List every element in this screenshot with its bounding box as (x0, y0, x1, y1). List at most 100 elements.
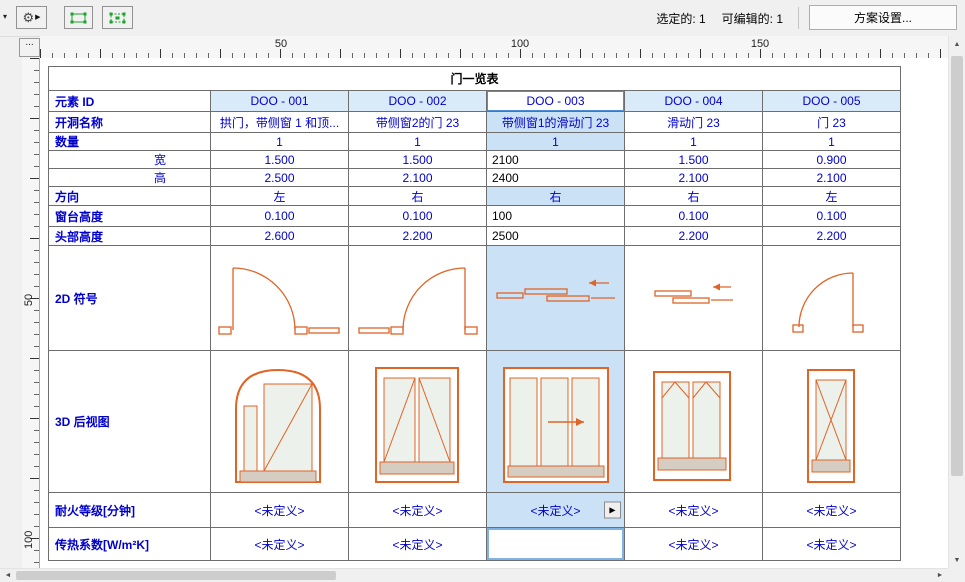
row-label-direction: 方向 (49, 187, 211, 206)
marquee-icon (70, 12, 87, 23)
door-3d-view-arched (234, 368, 321, 483)
cell-2d-symbol-3-selected[interactable] (487, 246, 625, 351)
cell-head-height-edit[interactable]: 2500 (487, 227, 625, 246)
row-label-head-height: 头部高度 (49, 227, 211, 246)
cell-2d-symbol-5[interactable] (763, 246, 901, 351)
scroll-left-icon[interactable]: ◄ (4, 572, 12, 579)
cell-u-value[interactable]: <未定义> (349, 528, 487, 561)
cell-u-value-active-edit[interactable] (487, 528, 625, 561)
scroll-right-icon[interactable]: ► (936, 572, 944, 579)
cell-height[interactable]: 2.100 (763, 169, 901, 187)
ruler-label: 150 (750, 38, 770, 50)
cell-width[interactable]: 1.500 (625, 151, 763, 169)
ruler-major-ticks (30, 58, 39, 568)
cell-height[interactable]: 2.100 (625, 169, 763, 187)
cell-u-value[interactable]: <未定义> (625, 528, 763, 561)
horizontal-scrollbar-thumb[interactable] (16, 571, 336, 580)
cell-3d-view-3-selected[interactable] (487, 351, 625, 493)
table-row: 开洞名称 拱门，带侧窗 1 和顶... 带侧窗2的门 23 带侧窗1的滑动门 2… (49, 112, 901, 133)
select-elements-button[interactable] (64, 6, 93, 29)
table-row: 高 2.500 2.100 2400 2.100 2.100 (49, 169, 901, 187)
cell-opening-name[interactable]: 带侧窗2的门 23 (349, 112, 487, 133)
cell-fire-rating[interactable]: <未定义> (625, 493, 763, 528)
cell-sill-height[interactable]: 0.100 (349, 206, 487, 227)
selected-count-label: 选定的: 1 (656, 11, 706, 26)
cell-head-height[interactable]: 2.200 (763, 227, 901, 246)
cell-direction-selected[interactable]: 右 (487, 187, 625, 206)
column-header-doo-001[interactable]: DOO - 001 (211, 91, 349, 112)
cell-width-edit[interactable]: 2100 (487, 151, 625, 169)
horizontal-ruler: 50 100 150 (40, 36, 948, 59)
door-2d-symbol-sliding (653, 283, 733, 304)
column-header-doo-005[interactable]: DOO - 005 (763, 91, 901, 112)
cell-fire-rating[interactable]: <未定义> (211, 493, 349, 528)
cell-opening-name-selected[interactable]: 带侧窗1的滑动门 23 (487, 112, 625, 133)
cell-u-value[interactable]: <未定义> (211, 528, 349, 561)
cell-height-edit[interactable]: 2400 (487, 169, 625, 187)
cell-fire-rating-selected[interactable]: <未定义> ▶ (487, 493, 625, 528)
cell-head-height[interactable]: 2.600 (211, 227, 349, 246)
cell-fire-rating[interactable]: <未定义> (349, 493, 487, 528)
cell-opening-name[interactable]: 拱门，带侧窗 1 和顶... (211, 112, 349, 133)
gear-flyout-arrow-icon: ▶ (35, 14, 41, 21)
cell-sill-height[interactable]: 0.100 (625, 206, 763, 227)
schedule-settings-button[interactable]: ⚙ ▶ (16, 6, 47, 29)
collapse-arrow-icon[interactable]: ▾ (3, 12, 8, 21)
cell-direction[interactable]: 左 (763, 187, 901, 206)
cell-3d-view-4[interactable] (625, 351, 763, 493)
cell-sill-height[interactable]: 0.100 (763, 206, 901, 227)
column-header-doo-003-selected[interactable]: DOO - 003 (487, 91, 625, 112)
cell-quantity[interactable]: 1 (763, 133, 901, 151)
row-label-quantity: 数量 (49, 133, 211, 151)
editable-count-label: 可编辑的: 1 (721, 11, 783, 26)
cell-direction[interactable]: 右 (625, 187, 763, 206)
cell-quantity-selected[interactable]: 1 (487, 133, 625, 151)
vertical-scrollbar-thumb[interactable] (951, 56, 963, 476)
cell-3d-view-2[interactable] (349, 351, 487, 493)
cell-height[interactable]: 2.100 (349, 169, 487, 187)
cell-direction[interactable]: 左 (211, 187, 349, 206)
cell-quantity[interactable]: 1 (211, 133, 349, 151)
scroll-down-icon[interactable]: ▼ (953, 556, 961, 564)
cell-head-height[interactable]: 2.200 (625, 227, 763, 246)
cell-3d-view-5[interactable] (763, 351, 901, 493)
cell-opening-name[interactable]: 门 23 (763, 112, 901, 133)
cell-fire-rating-value: <未定义> (530, 503, 581, 518)
gear-icon: ⚙ (22, 10, 35, 25)
cell-width[interactable]: 1.500 (211, 151, 349, 169)
cell-width[interactable]: 0.900 (763, 151, 901, 169)
door-3d-view-single (806, 369, 855, 483)
table-row: 窗台高度 0.100 0.100 100 0.100 0.100 (49, 206, 901, 227)
door-2d-symbol-hinged-right (357, 266, 478, 335)
cell-quantity[interactable]: 1 (349, 133, 487, 151)
column-header-doo-002[interactable]: DOO - 002 (349, 91, 487, 112)
row-label-u-value: 传热系数[W/m²K] (49, 528, 211, 561)
cell-2d-symbol-1[interactable] (211, 246, 349, 351)
horizontal-scrollbar[interactable]: ◄ ► (0, 568, 948, 582)
cell-2d-symbol-2[interactable] (349, 246, 487, 351)
cell-u-value[interactable]: <未定义> (763, 528, 901, 561)
cell-3d-view-1[interactable] (211, 351, 349, 493)
cell-2d-symbol-4[interactable] (625, 246, 763, 351)
scroll-up-icon[interactable]: ▲ (953, 40, 961, 48)
flyout-button[interactable]: ▶ (604, 501, 621, 519)
cell-height[interactable]: 2.500 (211, 169, 349, 187)
cell-head-height[interactable]: 2.200 (349, 227, 487, 246)
cell-quantity[interactable]: 1 (625, 133, 763, 151)
cell-direction[interactable]: 右 (349, 187, 487, 206)
cell-sill-height[interactable]: 0.100 (211, 206, 349, 227)
vertical-scrollbar[interactable]: ▲ ▼ (948, 36, 965, 568)
table-row: 数量 1 1 1 1 1 (49, 133, 901, 151)
table-row: 耐火等级[分钟] <未定义> <未定义> <未定义> ▶ <未定义> <未定义> (49, 493, 901, 528)
cell-opening-name[interactable]: 滑动门 23 (625, 112, 763, 133)
row-label-sill-height: 窗台高度 (49, 206, 211, 227)
toolbar-separator (798, 7, 799, 29)
scheme-settings-button[interactable]: 方案设置... (809, 5, 957, 30)
column-header-doo-004[interactable]: DOO - 004 (625, 91, 763, 112)
select-all-elements-button[interactable] (102, 6, 133, 29)
cell-sill-height-edit[interactable]: 100 (487, 206, 625, 227)
ruler-options-button[interactable]: ... (19, 38, 40, 57)
cell-fire-rating[interactable]: <未定义> (763, 493, 901, 528)
cell-width[interactable]: 1.500 (349, 151, 487, 169)
